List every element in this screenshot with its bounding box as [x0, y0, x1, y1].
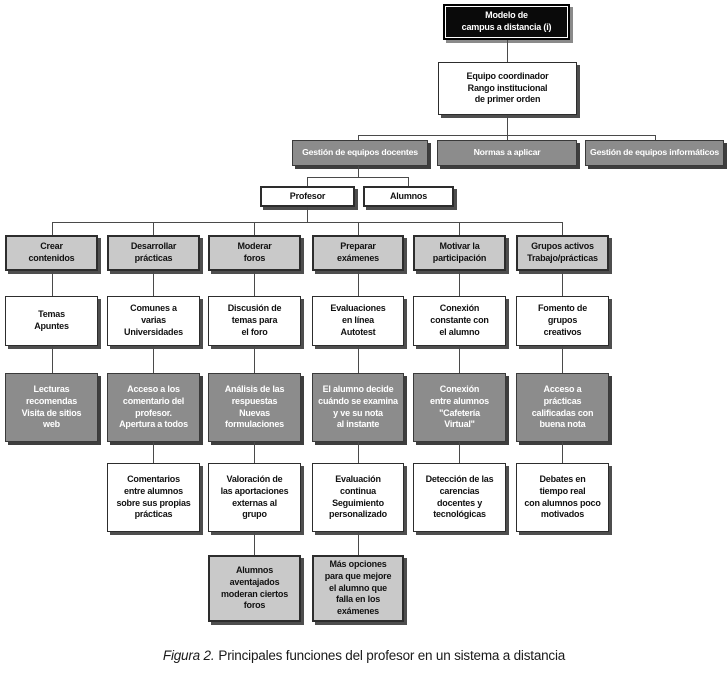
connector-line: [307, 207, 308, 222]
connector-line: [562, 346, 563, 373]
connector-line: [254, 442, 255, 463]
connector-line: [307, 177, 408, 178]
connector-line: [52, 222, 53, 235]
connector-line: [358, 271, 359, 296]
connector-line: [254, 271, 255, 296]
connector-line: [254, 532, 255, 555]
node-desarrollar-practicas: Desarrollar prácticas: [107, 235, 200, 271]
node-alumno-decide-examen: El alumno decide cuándo se examina y ve …: [312, 373, 404, 442]
connector-line: [562, 442, 563, 463]
connector-line: [153, 271, 154, 296]
connector-line: [562, 222, 563, 235]
connector-line: [254, 222, 255, 235]
connector-line: [358, 166, 359, 177]
connector-line: [507, 40, 508, 62]
node-comentarios-entre-alumnos: Comentarios entre alumnos sobre sus prop…: [107, 463, 200, 532]
node-moderar-foros: Moderar foros: [208, 235, 301, 271]
node-evaluacion-continua: Evaluación continua Seguimiento personal…: [312, 463, 404, 532]
figure-caption-label: Figura 2.: [162, 648, 215, 663]
node-acceso-practicas-calificadas: Acceso a prácticas calificadas con buena…: [516, 373, 609, 442]
connector-line: [52, 222, 562, 223]
connector-line: [358, 222, 359, 235]
node-deteccion-carencias: Detección de las carencias docentes y te…: [413, 463, 506, 532]
node-lecturas-recomendadas: Lecturas recomendas Visita de sitios web: [5, 373, 98, 442]
node-modelo-campus: Modelo de campus a distancia (i): [443, 4, 570, 40]
connector-line: [358, 532, 359, 555]
node-valoracion-aportaciones: Valoración de las aportaciones externas …: [208, 463, 301, 532]
connector-line: [459, 271, 460, 296]
node-debates-tiempo-real: Debates en tiempo real con alumnos poco …: [516, 463, 609, 532]
connector-line: [358, 135, 655, 136]
node-equipo-coordinador: Equipo coordinador Rango institucional d…: [438, 62, 577, 115]
connector-line: [459, 222, 460, 235]
node-alumnos-aventajados: Alumnos aventajados moderan ciertos foro…: [208, 555, 301, 622]
node-evaluaciones-en-linea: Evaluaciones en línea Autotest: [312, 296, 404, 346]
node-discusion-temas-foro: Discusión de temas para el foro: [208, 296, 301, 346]
node-grupos-activos: Grupos activos Trabajo/prácticas: [516, 235, 609, 271]
node-mas-opciones-mejora: Más opciones para que mejore el alumno q…: [312, 555, 404, 622]
node-analisis-respuestas: Análisis de las respuestas Nuevas formul…: [208, 373, 301, 442]
connector-line: [358, 135, 359, 140]
node-gestion-equipos-docentes: Gestión de equipos docentes: [292, 140, 428, 166]
connector-line: [358, 442, 359, 463]
connector-line: [52, 346, 53, 373]
connector-line: [459, 346, 460, 373]
connector-line: [153, 222, 154, 235]
node-motivar-participacion: Motivar la participación: [413, 235, 506, 271]
connector-line: [307, 177, 308, 186]
node-preparar-examenes: Preparar exámenes: [312, 235, 404, 271]
node-cafeteria-virtual: Conexión entre alumnos "Cafetería Virtua…: [413, 373, 506, 442]
node-profesor: Profesor: [260, 186, 355, 207]
node-fomento-grupos-creativos: Fomento de grupos creativos: [516, 296, 609, 346]
connector-line: [358, 346, 359, 373]
connector-line: [562, 271, 563, 296]
node-comunes-universidades: Comunes a varias Universidades: [107, 296, 200, 346]
connector-line: [254, 346, 255, 373]
node-temas-apuntes: Temas Apuntes: [5, 296, 98, 346]
connector-line: [153, 442, 154, 463]
connector-line: [153, 346, 154, 373]
connector-line: [52, 271, 53, 296]
connector-line: [408, 177, 409, 186]
connector-line: [655, 135, 656, 140]
node-crear-contenidos: Crear contenidos: [5, 235, 98, 271]
node-alumnos: Alumnos: [363, 186, 454, 207]
figure-caption: Figura 2.Principales funciones del profe…: [0, 648, 728, 663]
node-acceso-comentario-profesor: Acceso a los comentario del profesor. Ap…: [107, 373, 200, 442]
connector-line: [507, 115, 508, 140]
node-normas-a-aplicar: Normas a aplicar: [437, 140, 577, 166]
node-conexion-constante: Conexión constante con el alumno: [413, 296, 506, 346]
node-gestion-equipos-informaticos: Gestión de equipos informáticos: [585, 140, 724, 166]
figure-caption-text: Principales funciones del profesor en un…: [218, 648, 566, 663]
connector-line: [459, 442, 460, 463]
